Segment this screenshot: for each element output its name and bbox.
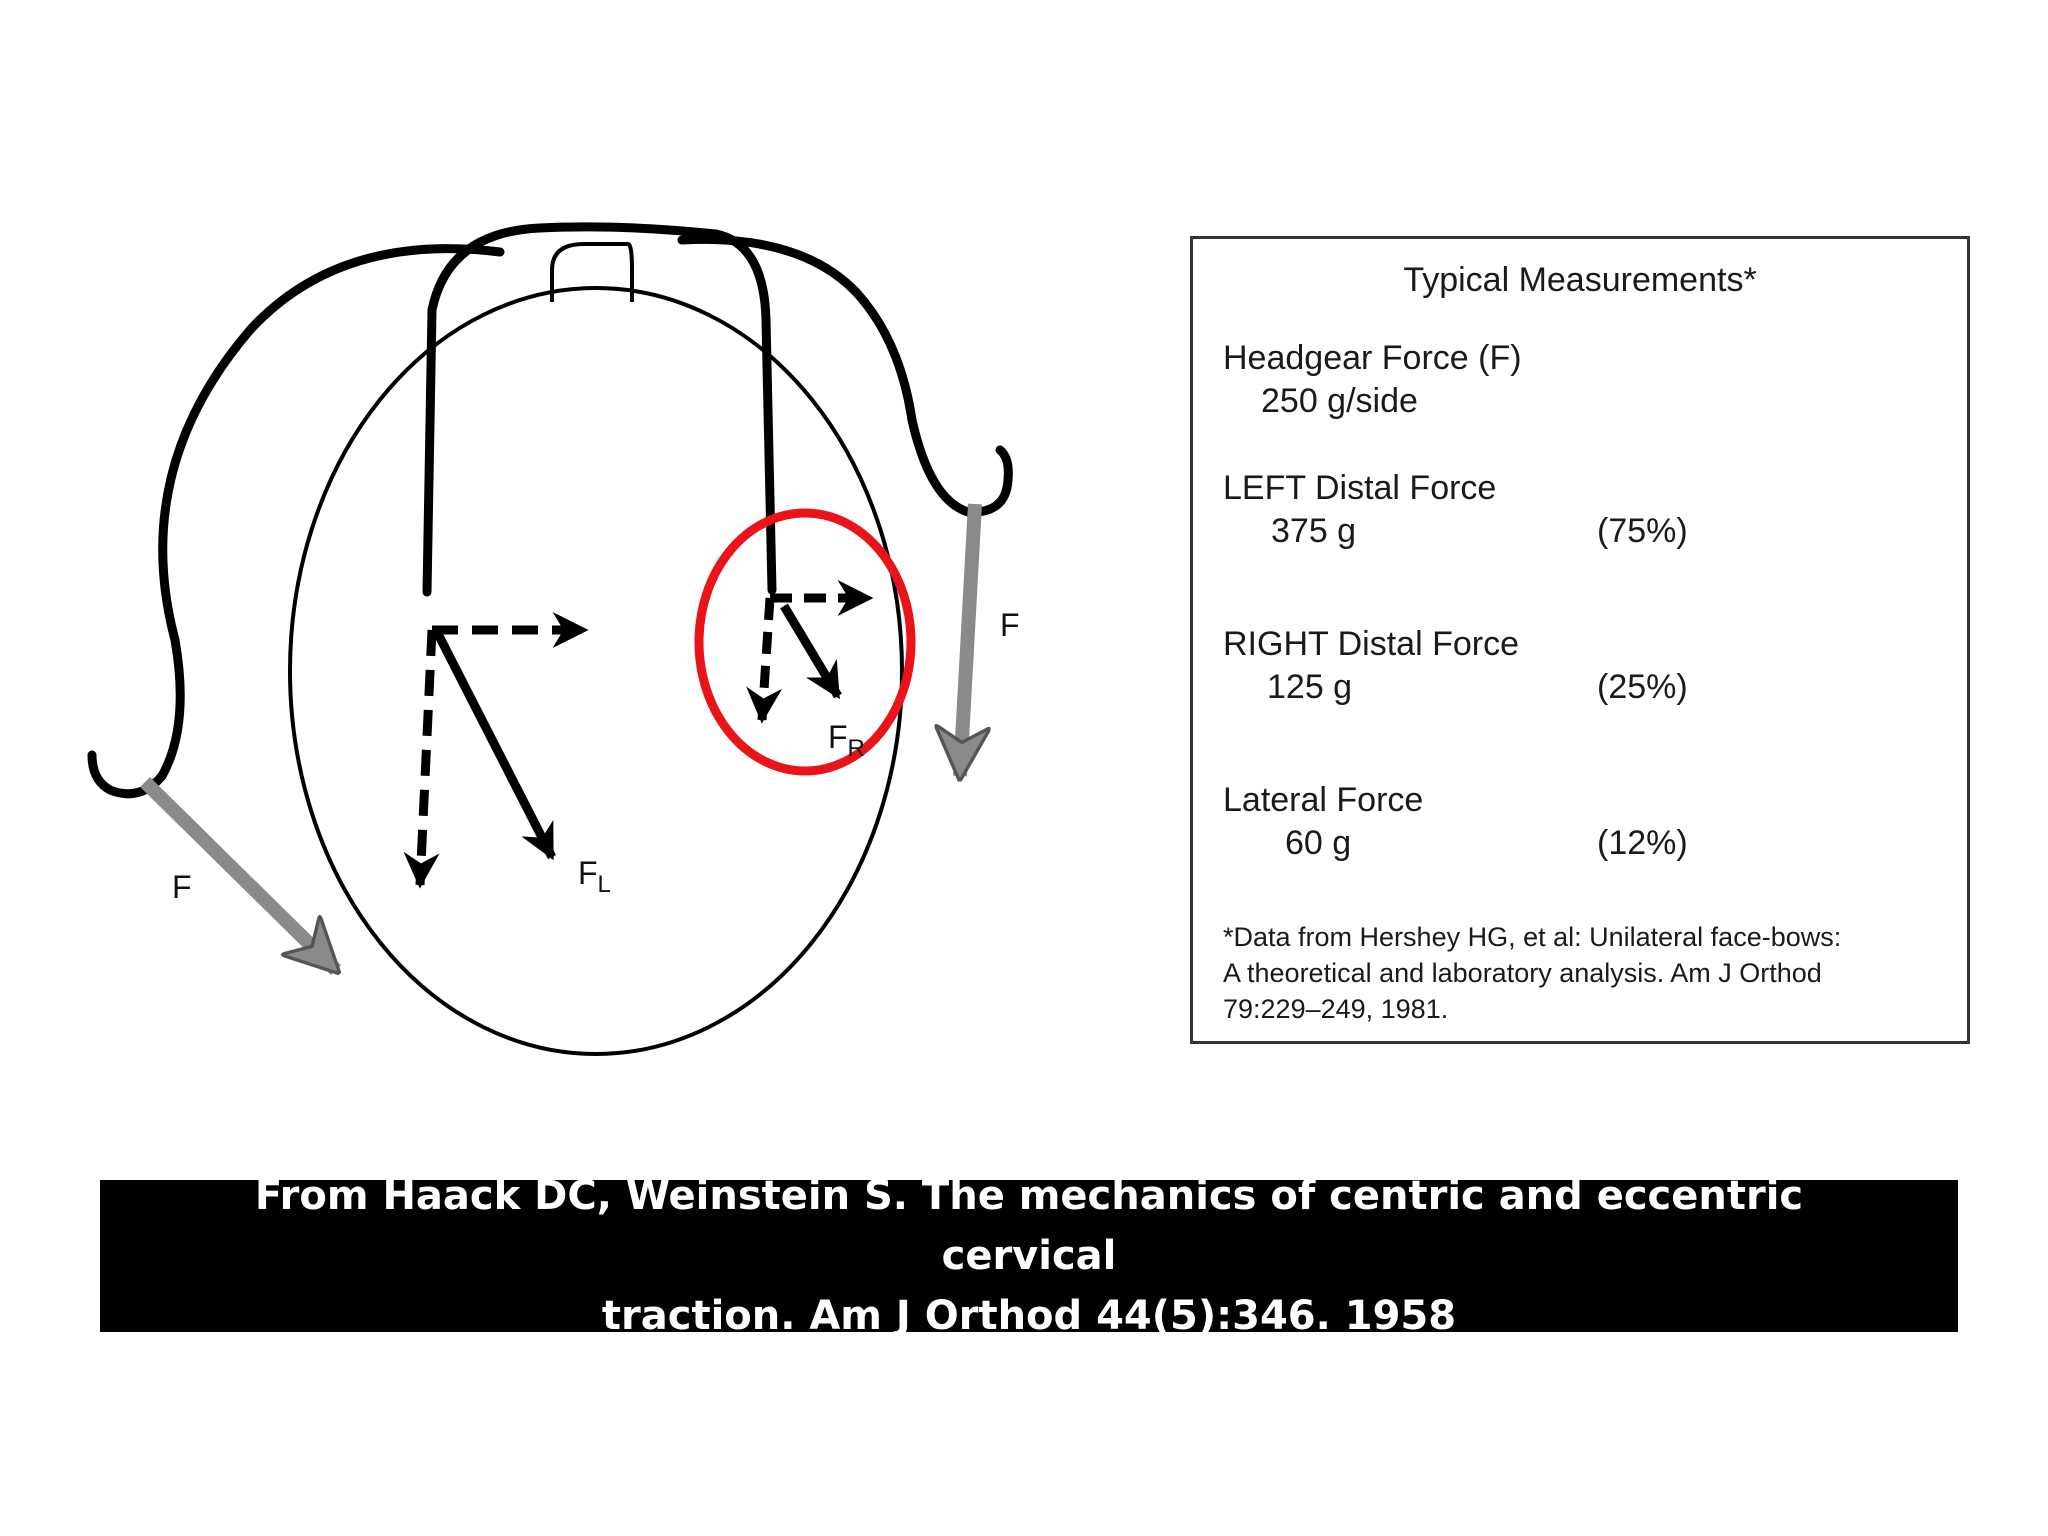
label-f-right: F [1000, 607, 1020, 643]
measurement-row: 375 g (75%) [1223, 509, 1943, 553]
measurements-footnote: *Data from Hershey HG, et al: Unilateral… [1223, 919, 1953, 1027]
measurement-percent: (12%) [1597, 824, 1688, 862]
force-diagram: F F FL FR [87, 222, 1020, 1056]
outer-bow-left-icon [87, 244, 505, 799]
measurement-label: Headgear Force (F) [1223, 339, 1522, 377]
source-caption: From Haack DC, Weinstein S. The mechanic… [229, 1166, 1829, 1346]
measurement-value: 60 g [1285, 824, 1352, 862]
measurements-title: Typical Measurements* [1403, 261, 1757, 299]
measurement-percent: (25%) [1597, 668, 1688, 706]
measurement-right-distal-force: RIGHT Distal Force 125 g (25%) [1223, 623, 1943, 709]
footnote-line: *Data from Hershey HG, et al: Unilateral… [1223, 922, 1842, 952]
headgear-force-right-arrow [960, 503, 975, 776]
measurement-lateral-force: Lateral Force 60 g (12%) [1223, 779, 1943, 865]
incisor-bump-icon [550, 242, 634, 302]
highlight-circle-icon [694, 508, 916, 776]
measurement-headgear-force: Headgear Force (F) 250 g/side [1223, 337, 1943, 423]
left-distal-force-arrow [431, 627, 557, 861]
label-fr: FR [828, 719, 865, 762]
measurement-value: 125 g [1267, 668, 1353, 706]
head-outline-icon [288, 286, 904, 1056]
measurement-percent: (75%) [1597, 512, 1688, 550]
measurement-value: 250 g/side [1261, 382, 1418, 420]
right-distal-component-arrow [746, 597, 783, 724]
label-f-left: F [172, 869, 192, 905]
footnote-line: 79:229–249, 1981. [1223, 994, 1449, 1024]
measurement-row: 250 g/side [1223, 379, 1943, 423]
footnote-line: A theoretical and laboratory analysis. A… [1223, 958, 1822, 988]
measurements-box: Typical Measurements* Headgear Force (F)… [1190, 236, 1970, 1044]
outer-bow-right-icon [677, 234, 1013, 517]
measurement-row: 60 g (12%) [1223, 821, 1943, 865]
measurement-left-distal-force: LEFT Distal Force 375 g (75%) [1223, 467, 1943, 553]
caption-line-1: From Haack DC, Weinstein S. The mechanic… [254, 1173, 1804, 1279]
headgear-force-left-arrow [140, 777, 336, 970]
measurement-label: RIGHT Distal Force [1223, 625, 1519, 663]
inner-bow-icon [422, 222, 777, 597]
measurement-label: Lateral Force [1223, 781, 1424, 819]
caption-line-2: traction. Am J Orthod 44(5):346. 1958 [601, 1293, 1457, 1339]
source-caption-bar: From Haack DC, Weinstein S. The mechanic… [100, 1173, 1958, 1339]
left-distal-component-arrow [403, 629, 440, 889]
measurement-label: LEFT Distal Force [1223, 469, 1497, 507]
measurement-value: 375 g [1271, 512, 1357, 550]
right-distal-force-arrow [780, 603, 842, 700]
label-fl: FL [578, 855, 611, 898]
measurement-row: 125 g (25%) [1223, 665, 1943, 709]
